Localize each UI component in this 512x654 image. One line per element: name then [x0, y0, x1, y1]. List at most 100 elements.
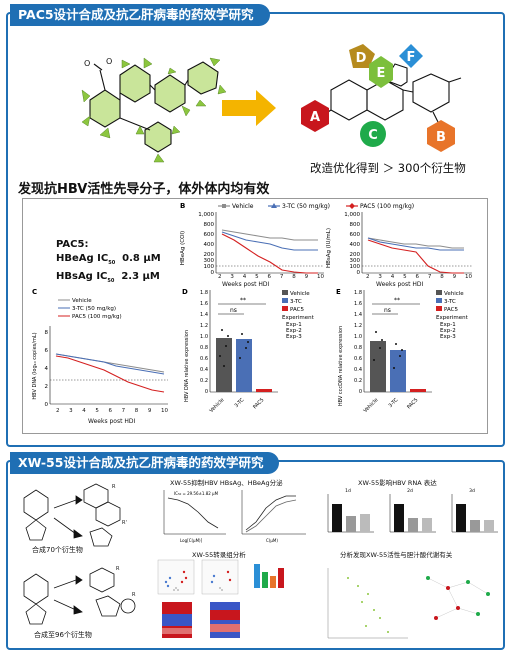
svg-text:PAC5: PAC5 — [290, 307, 304, 313]
panel-b-xlabel-right: Weeks post HDI — [376, 281, 424, 288]
svg-text:3-TC: 3-TC — [234, 397, 246, 409]
panel-c-legend: Vehicle 3-TC (50 mg/kg) PAC5 (100 mg/kg) — [58, 298, 122, 320]
xw55-bile-acid-chart — [327, 568, 490, 639]
svg-text:Exp-3: Exp-3 — [286, 334, 302, 340]
xw55-transcriptome-chart — [157, 559, 284, 638]
svg-text:400: 400 — [350, 242, 361, 248]
svg-text:D: D — [182, 288, 188, 296]
hexagon-a — [301, 100, 329, 132]
pac5-section-banner: PAC5设计合成及抗乙肝病毒的药效学研究 — [10, 4, 270, 26]
svg-text:3-TC (50 mg/kg): 3-TC (50 mg/kg) — [282, 203, 330, 210]
svg-text:1.8: 1.8 — [354, 290, 362, 296]
panel-b-letter: B — [180, 202, 185, 210]
svg-text:800: 800 — [350, 222, 361, 228]
svg-text:C(μM): C(μM) — [266, 538, 278, 543]
xw55-secretion-title: XW-55抑制HBV HBsAg、HBeAg分泌 — [170, 479, 283, 487]
svg-text:**: ** — [240, 297, 246, 304]
pac5-structure-diagram: O O — [81, 57, 227, 163]
svg-text:3-TC: 3-TC — [290, 299, 302, 305]
svg-text:0: 0 — [45, 402, 49, 408]
svg-text:0.6: 0.6 — [200, 356, 208, 362]
svg-text:600: 600 — [204, 232, 215, 238]
svg-text:**: ** — [394, 297, 400, 304]
svg-text:2: 2 — [45, 384, 49, 390]
svg-text:3d: 3d — [469, 488, 475, 494]
svg-text:B: B — [436, 130, 446, 145]
svg-text:A: A — [310, 110, 320, 125]
svg-text:1.0: 1.0 — [200, 334, 208, 340]
panel-c-xlabel: Weeks post HDI — [88, 418, 136, 425]
svg-text:0.4: 0.4 — [200, 367, 208, 373]
xw55-section-banner: XW-55设计合成及抗乙肝病毒的药效学研究 — [10, 452, 280, 474]
circle-c — [360, 121, 386, 147]
svg-text:Exp-2: Exp-2 — [440, 328, 456, 334]
svg-text:Exp-3: Exp-3 — [440, 334, 456, 340]
panel-d-legend: Vehicle 3-TC PAC5 Experiment Exp-1 Exp-2… — [282, 290, 315, 340]
svg-text:F: F — [407, 50, 416, 65]
svg-text:Vehicle: Vehicle — [72, 298, 92, 304]
svg-text:PAC5: PAC5 — [444, 307, 458, 313]
svg-text:E: E — [336, 288, 341, 296]
svg-text:1.2: 1.2 — [354, 323, 362, 329]
svg-text:Exp-2: Exp-2 — [286, 328, 302, 334]
svg-text:Experiment: Experiment — [436, 315, 469, 321]
svg-text:1,000: 1,000 — [198, 212, 214, 218]
optimized-scaffold-diagram: A B C D E F — [301, 44, 462, 152]
svg-text:6: 6 — [45, 348, 49, 354]
svg-text:0.8: 0.8 — [354, 345, 362, 351]
svg-text:0: 0 — [211, 270, 215, 276]
xw55-synthesis-scheme: RR'RR — [23, 483, 136, 625]
optimization-arrow — [222, 90, 276, 126]
svg-text:C: C — [368, 128, 378, 143]
xw55-bile-acid-title: 分析发现XW-55活性与胆汁酸代谢有关 — [340, 551, 453, 559]
panel-e-legend: Vehicle 3-TC PAC5 Experiment Exp-1 Exp-2… — [436, 290, 469, 340]
svg-text:1d: 1d — [345, 488, 351, 494]
svg-text:R': R' — [122, 520, 127, 526]
xw55-secretion-chart: IC₅₀ = 29.56±1.82 μM Log[C(μM)] C(μM) — [163, 490, 306, 543]
svg-text:800: 800 — [204, 222, 215, 228]
svg-text:ns: ns — [384, 307, 391, 314]
panel-e-chart: E HBV cccDNA relative expression 1.8 1.6… — [336, 288, 469, 414]
pentagon-d — [349, 44, 375, 68]
svg-text:200: 200 — [204, 252, 215, 258]
svg-text:0.8: 0.8 — [200, 345, 208, 351]
svg-text:600: 600 — [350, 232, 361, 238]
svg-text:O: O — [106, 57, 112, 66]
svg-text:IC₅₀ = 29.56±1.82 μM: IC₅₀ = 29.56±1.82 μM — [174, 491, 219, 496]
xw55-rna-title: XW-55影响HBV RNA 表达 — [358, 479, 437, 487]
svg-text:PAC5 (100 mg/kg): PAC5 (100 mg/kg) — [72, 314, 122, 320]
svg-text:0.6: 0.6 — [354, 356, 362, 362]
svg-text:100: 100 — [350, 264, 361, 270]
derivatives-70-label: 合成70个衍生物 — [32, 546, 83, 554]
svg-text:400: 400 — [204, 242, 215, 248]
svg-text:HBV DNA relative expression: HBV DNA relative expression — [184, 330, 190, 402]
svg-text:Vehicle: Vehicle — [363, 397, 380, 414]
panel-b-right-ticks: 1,000 800 600 400 200 300 100 0 — [344, 212, 360, 276]
svg-text:1.4: 1.4 — [354, 312, 362, 318]
svg-text:0: 0 — [359, 389, 362, 395]
svg-text:Vehicle: Vehicle — [290, 291, 310, 297]
ic50-row-hbeag: HBeAg IC50 0.8 μM — [56, 253, 161, 266]
svg-text:1.0: 1.0 — [354, 334, 362, 340]
svg-text:R: R — [112, 484, 116, 490]
xw55-rna-chart: 1d 2d 3d — [327, 488, 498, 533]
svg-text:3-TC (50 mg/kg): 3-TC (50 mg/kg) — [72, 306, 116, 312]
derivatives-96-label: 合成至96个衍生物 — [34, 631, 92, 639]
svg-text:Log[C(μM)]: Log[C(μM)] — [180, 538, 203, 543]
svg-text:C: C — [32, 288, 37, 296]
xw55-section — [6, 460, 505, 650]
svg-text:O: O — [84, 59, 90, 68]
svg-text:2d: 2d — [407, 488, 413, 494]
panel-b-chart: B Vehicle 3-TC (50 mg/kg) PAC5 (100 mg/k… — [180, 202, 472, 276]
svg-text:0.2: 0.2 — [354, 378, 362, 384]
panel-b-xlabel: Weeks post HDI — [222, 281, 270, 288]
svg-text:PAC5: PAC5 — [252, 397, 265, 410]
optimization-caption: 改造优化得到 ＞ 300个衍生物 — [310, 161, 466, 175]
svg-text:0: 0 — [357, 270, 361, 276]
svg-text:3-TC: 3-TC — [388, 397, 400, 409]
svg-text:Experiment: Experiment — [282, 315, 315, 321]
svg-text:HBeAg (COI): HBeAg (COI) — [180, 231, 186, 265]
svg-text:0: 0 — [205, 389, 208, 395]
svg-text:D: D — [356, 51, 367, 66]
ic50-summary: PAC5: HBeAg IC50 0.8 μM HBsAg IC50 2.3 μ… — [56, 238, 161, 288]
